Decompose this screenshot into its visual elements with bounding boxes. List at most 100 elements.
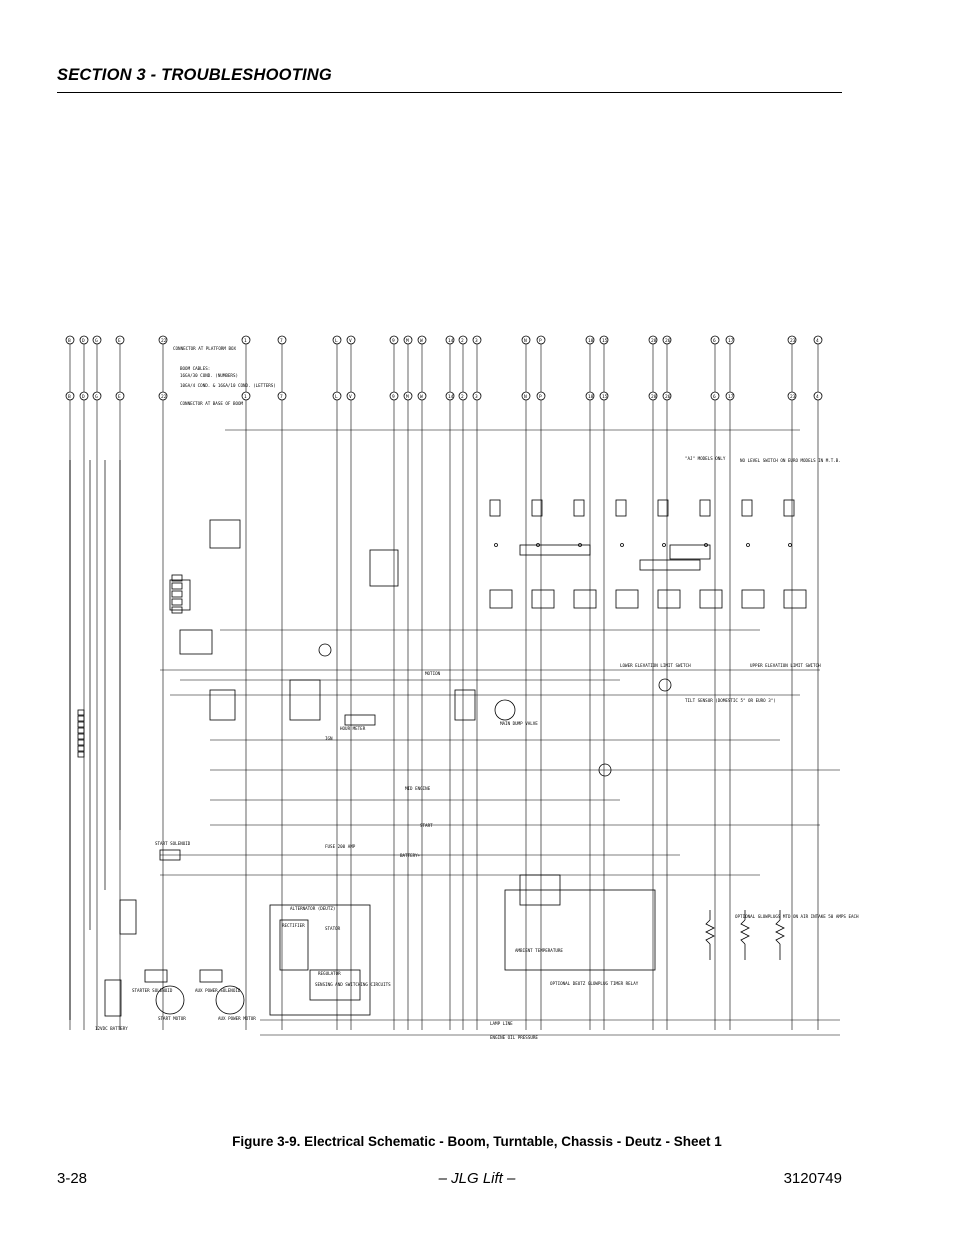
glowplug-resistor [775, 919, 785, 945]
callout-ambient: AMBIENT TEMPERATURE [515, 948, 563, 953]
connector-label: M [406, 338, 409, 344]
connector-label: 23 [790, 338, 796, 344]
relay-coil [573, 499, 585, 517]
callout-lamp-line: LAMP LINE [490, 1021, 513, 1026]
connector-label: 22 [161, 394, 167, 400]
electrical-schematic: BBDDGGEE22221177LLVV99MMWW14142233NNPP18… [65, 335, 859, 1040]
callout-connector-platform: CONNECTOR AT PLATFORM BOX [173, 346, 237, 351]
hour-meter [344, 714, 376, 726]
aux-power-solenoid [199, 969, 223, 983]
engine-running-relay [209, 519, 241, 549]
connector-label: 14 [448, 394, 454, 400]
connector-label: M [406, 394, 409, 400]
connector-label: 6 [713, 338, 716, 344]
connector-label: 3 [475, 338, 478, 344]
ignition-relay [169, 579, 191, 611]
connector-label: 17 [728, 338, 734, 344]
callout-lower-limit: LOWER ELEVATION LIMIT SWITCH [620, 663, 691, 668]
callout-tilt-sensor: TILT SENSOR (DOMESTIC 5° OR EURO 3°) [685, 698, 776, 703]
callout-cond-letters: 10GA/4 COND. & 16GA/10 COND. (LETTERS) [180, 383, 276, 388]
connector-label: 15 [602, 338, 608, 344]
terminal-block [77, 751, 85, 758]
callout-sensing: SENSING AND SWITCHING CIRCUITS [315, 982, 391, 987]
callout-aj-models: "AJ" MODELS ONLY [685, 456, 726, 461]
connector-label: 4 [816, 394, 819, 400]
connector-label: 2 [461, 394, 464, 400]
callout-start-solenoid: START SOLENOID [155, 841, 191, 846]
callout-aux-power-motor: AUX POWER MOTOR [218, 1016, 256, 1021]
fuse-block [171, 606, 183, 614]
connector-label: 9 [392, 394, 395, 400]
callout-cond-numbers: 16GA/30 COND. (NUMBERS) [180, 373, 238, 378]
relay-coil [741, 499, 753, 517]
connector-label: 7 [280, 394, 283, 400]
valve-coil [741, 589, 765, 609]
valve-coil [615, 589, 639, 609]
start-motor [155, 985, 185, 1015]
section-title: SECTION 3 - TROUBLESHOOTING [57, 66, 332, 84]
callout-rectifier: RECTIFIER [282, 923, 305, 928]
callout-stator: STATOR [325, 926, 341, 931]
terminal-block [77, 721, 85, 728]
connector-label: 9 [392, 338, 395, 344]
callout-boom-cables: BOOM CABLES: [180, 366, 210, 371]
terminal-block [77, 727, 85, 734]
callout-timer-relay: OPTIONAL DEUTZ GLOWPLUG TIMER RELAY [550, 981, 639, 986]
switch-contact [494, 543, 498, 547]
terminal-strip [519, 544, 591, 556]
circuit-breaker [119, 899, 137, 935]
connector-label: 22 [161, 338, 167, 344]
battery [104, 979, 122, 1017]
valve-coil [699, 589, 723, 609]
connector-label: 1 [244, 394, 247, 400]
connector-label: 28 [651, 394, 657, 400]
fuse-block [171, 590, 183, 598]
relay-coil [783, 499, 795, 517]
connector-label: 3 [475, 394, 478, 400]
terminal-block [77, 739, 85, 746]
valve-coil [531, 589, 555, 609]
switch-contact [662, 543, 666, 547]
glowplug-resistor [740, 919, 750, 945]
connector-label: N [524, 338, 527, 344]
terminal-block [77, 745, 85, 752]
connector-label: B [68, 394, 71, 400]
callout-ign: IGN [325, 736, 333, 741]
main-dump-valve [494, 699, 516, 721]
footer-title: – JLG Lift – [438, 1170, 516, 1187]
relay-coil [489, 499, 501, 517]
connector-label: N [524, 394, 527, 400]
callout-motion: MOTION [425, 671, 441, 676]
valve-coil [783, 589, 807, 609]
terminal-block [77, 709, 85, 716]
relay-coil [615, 499, 627, 517]
switch-contact [620, 543, 624, 547]
connector-label: 28 [651, 338, 657, 344]
callout-aux-power-solenoid: AUX POWER SOLENOID [195, 988, 241, 993]
callout-starter-solenoid: STARTER SOLENOID [132, 988, 173, 993]
alternator-box [269, 904, 371, 1016]
glowplug-resistor [705, 919, 715, 945]
terminal-strip [669, 544, 711, 560]
connector-label: E [118, 394, 121, 400]
connector-label: P [539, 338, 542, 344]
connector-label: E [118, 338, 121, 344]
connector-label: P [539, 394, 542, 400]
tilt-sensor [658, 678, 672, 692]
start-relay [209, 689, 236, 721]
relay-coil [657, 499, 669, 517]
callout-main-dump: MAIN DUMP VALVE [500, 721, 538, 726]
connector-label: 4 [816, 338, 819, 344]
regulator [309, 969, 361, 1001]
connector-label: L [335, 394, 338, 400]
connector-label: D [82, 394, 85, 400]
starter-solenoid [144, 969, 168, 983]
section-header: SECTION 3 - TROUBLESHOOTING [57, 64, 842, 93]
timer-relay-housing [504, 889, 656, 971]
connector-label: D [82, 338, 85, 344]
relay-coil [531, 499, 543, 517]
aux-power-motor [215, 985, 245, 1015]
connector-label: 1 [244, 338, 247, 344]
switch-contact [788, 543, 792, 547]
connector-label: 15 [602, 394, 608, 400]
